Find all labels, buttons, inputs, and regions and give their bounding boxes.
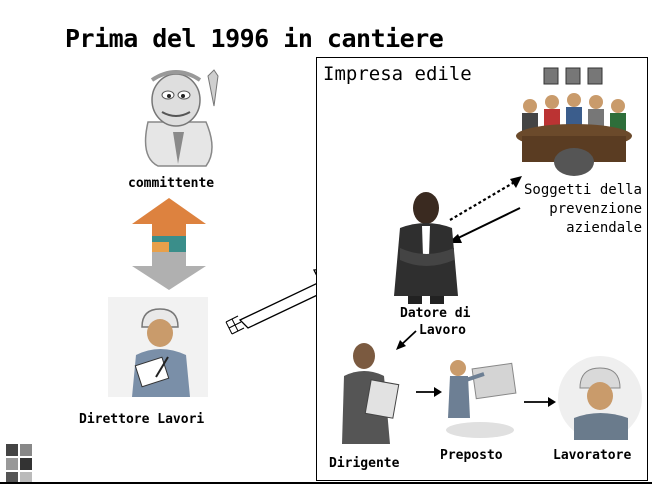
slide-title: Prima del 1996 in cantiere <box>65 24 444 53</box>
worker-clipart-icon <box>558 356 642 440</box>
exchange-arrow-icon <box>132 198 206 290</box>
datore-soggetti-arrows <box>448 176 522 243</box>
soggetti-label: Soggetti della prevenzione aziendale <box>518 181 642 238</box>
manager-clipart-icon <box>342 343 400 444</box>
preposto-label: Preposto <box>440 448 503 463</box>
impresa-edile-title: Impresa edile <box>323 63 472 85</box>
bottom-rule <box>0 482 652 484</box>
lavoratore-label: Lavoratore <box>553 448 632 463</box>
dirigente-label: Dirigente <box>329 456 400 471</box>
datore-dirigente-arrow <box>396 330 417 350</box>
logo-icon <box>6 444 32 484</box>
client-clipart-icon <box>144 69 219 167</box>
inspector-clipart-icon <box>108 297 208 397</box>
soggetti-line3: aziendale <box>566 220 642 236</box>
soggetti-line2: prevenzione <box>549 201 642 217</box>
foreman-clipart-icon <box>446 360 517 438</box>
preposto-lavoratore-arrow <box>524 397 556 407</box>
datore-line2: Lavoro <box>419 323 466 338</box>
dirigente-preposto-arrow <box>416 387 442 397</box>
employer-clipart-icon <box>394 192 458 304</box>
committente-label: committente <box>128 176 215 191</box>
soggetti-line1: Soggetti della <box>523 182 642 198</box>
meeting-clipart-icon <box>516 67 632 176</box>
direttore-label: Direttore Lavori <box>79 412 205 427</box>
datore-line1: Datore di <box>400 306 471 321</box>
